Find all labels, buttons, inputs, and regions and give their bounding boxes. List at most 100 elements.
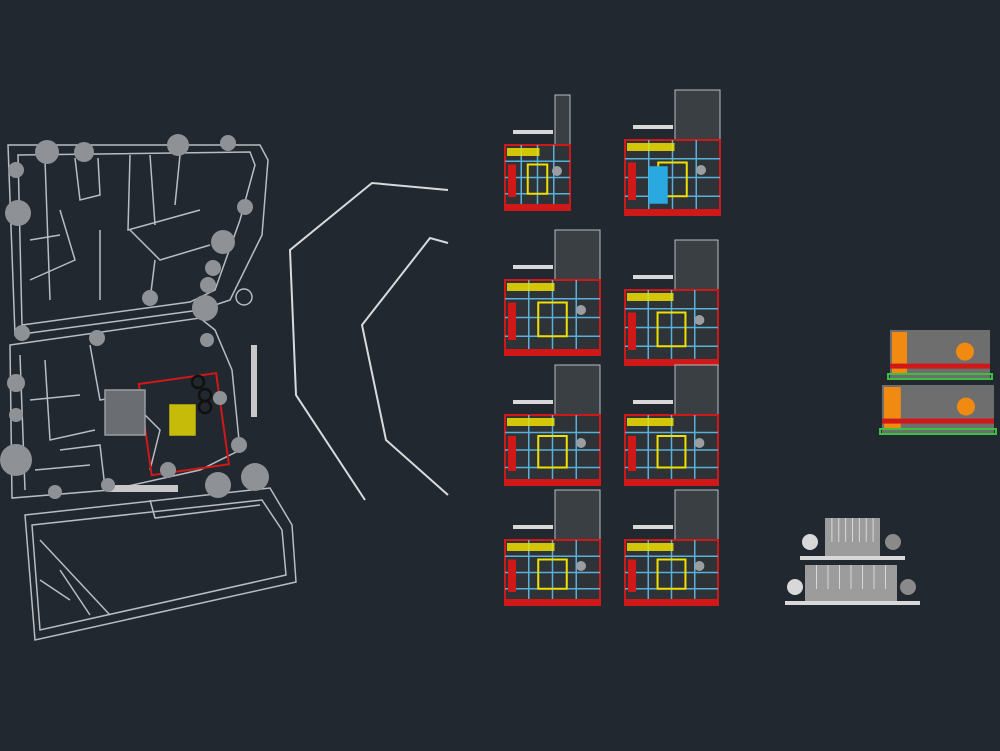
tree-icon [0,444,32,476]
tree-icon [576,305,586,315]
site-block-north [7,144,269,336]
tree-icon [8,162,24,178]
pedestrian-strip [251,345,257,417]
tree-icon [205,472,231,498]
section-stairs [892,332,907,374]
courtyard-void [656,435,687,469]
floor-plan-3[interactable] [504,229,601,356]
tree-icon [213,391,227,405]
stair-core [508,302,516,340]
tree-icon [552,166,562,176]
tree-icon [205,260,221,276]
section-2[interactable] [879,385,997,435]
furniture-block [627,543,674,551]
floor-plan-4[interactable] [624,239,719,366]
tree-icon [696,165,706,175]
river-outline [288,181,449,501]
section-slab [890,363,990,369]
stair-core [628,436,636,471]
central-parcels [19,344,161,491]
tree-icon [241,463,269,491]
tree-icon [160,462,176,478]
stair-core [508,559,516,592]
tree-icon [35,140,59,164]
tree-icon [48,485,62,499]
courtyard-void [526,163,549,195]
facade-band [625,599,718,605]
parcel-lines [29,154,211,301]
site-block-south [24,487,297,641]
tree-icon [211,230,235,254]
stair-core [628,312,636,350]
plan-title-bar [633,275,673,279]
courtyard-void [537,435,568,469]
ground-line [879,428,997,435]
furniture-block [627,143,675,151]
tree-icon [7,374,25,392]
stair-core [508,436,516,471]
tree-icon [694,315,705,325]
plan-title-bar [513,400,553,404]
section-1[interactable] [887,330,993,380]
tree-icon [142,290,158,306]
plan-title-bar [633,400,673,404]
courtyard-void [537,301,568,338]
floor-plan-8[interactable] [624,489,719,606]
tree-icon [900,579,916,595]
tree-icon [101,478,115,492]
water-tank [190,374,206,390]
facade-band [625,479,718,485]
facade-band [505,204,570,210]
site-block-south-inner [31,499,287,631]
elevation-1[interactable] [800,518,905,560]
furniture-block [507,148,540,156]
tree-icon [576,561,586,571]
pool [648,166,668,204]
tree-icon [14,325,30,341]
facade-band [625,359,718,365]
ground-line [800,556,905,560]
parking-strip [108,485,178,492]
tree-icon [200,333,214,347]
facade-band [505,599,600,605]
furniture-block [507,418,555,426]
furniture-block [627,293,674,301]
site-block-north-inner [17,151,256,326]
floor-plan-6[interactable] [624,364,719,486]
elevation-sheets[interactable] [785,330,997,605]
furniture-block [507,283,555,291]
courtyard-void [656,558,687,590]
tree-icon [167,134,189,156]
section-stairs [884,387,901,429]
courtyard [104,389,146,436]
plan-title-bar [633,525,673,529]
courtyard-void [656,311,687,348]
tree-icon [220,135,236,151]
ground-line [785,601,920,605]
ground-line [887,373,993,380]
tree-icon [956,342,974,361]
floor-plan-5[interactable] [504,364,601,486]
tree-icon [5,200,31,226]
facade-band [625,209,720,215]
tree-icon [237,199,253,215]
stair-core [508,164,516,197]
tree-icon [694,561,705,571]
floor-plan-1[interactable] [504,94,571,211]
floor-plan-7[interactable] [504,489,601,606]
facade-band [505,479,600,485]
floor-plan-2[interactable] [624,89,721,216]
river-bank-east [360,236,449,496]
tree-icon [200,277,216,293]
furniture-block [507,543,555,551]
section-slab [882,418,994,424]
tree-icon [231,437,247,453]
elevation-2[interactable] [785,565,920,605]
south-parcels [39,499,261,616]
plan-title-bar [513,525,553,529]
tree-icon [74,142,94,162]
building-core [169,404,196,436]
floor-plan-sheets[interactable] [504,89,721,606]
plan-title-bar [513,130,553,134]
